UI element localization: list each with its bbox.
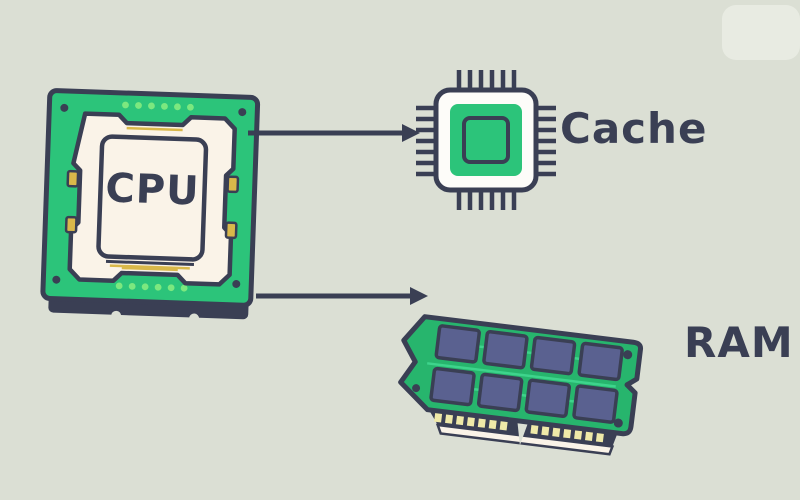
ram-label: RAM [684, 318, 794, 367]
cache-chip-art [416, 70, 556, 210]
cpu-label: CPU [104, 165, 201, 215]
cache-label: Cache [560, 104, 708, 153]
cache-pins [416, 70, 556, 210]
background-highlight [722, 5, 800, 60]
ram-memory-chips [429, 324, 624, 424]
arrow-cpu-to-cache [248, 124, 420, 142]
ram-module-art [398, 314, 644, 456]
ram-module-icon [372, 302, 692, 467]
ram-gold-pins [434, 412, 604, 443]
cache-chip-icon [412, 66, 560, 214]
cpu-chip-icon: CPU [32, 82, 272, 328]
cpu-chip-art [40, 88, 261, 324]
cpu-gold-pads [64, 169, 240, 240]
cpu-board-dots [115, 101, 194, 292]
